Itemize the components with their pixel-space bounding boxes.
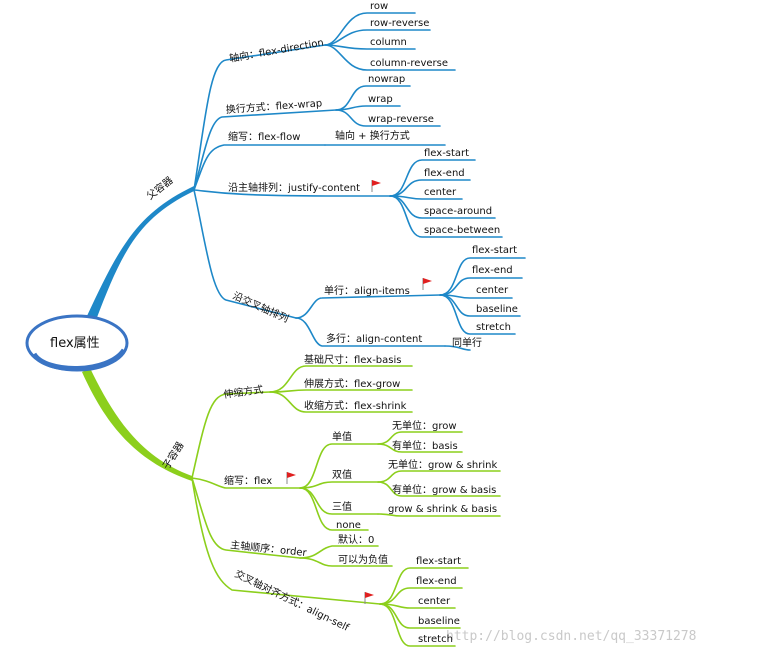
- direction-label[interactable]: 轴向：flex-direction: [228, 36, 324, 65]
- scale-item[interactable]: 基础尺寸：flex-basis: [304, 353, 401, 366]
- flex-triple-label[interactable]: 三值: [332, 500, 352, 513]
- justify-item[interactable]: space-between: [424, 225, 500, 236]
- justify-item[interactable]: space-around: [424, 206, 492, 217]
- parent-trunk: [86, 186, 194, 320]
- flex-single-item[interactable]: 无单位：grow: [392, 419, 457, 432]
- align-items-item[interactable]: baseline: [476, 304, 518, 315]
- align-items-item[interactable]: flex-end: [472, 265, 513, 276]
- cross-label[interactable]: 沿交叉轴排列: [231, 289, 291, 325]
- order-item[interactable]: 默认：0: [338, 533, 374, 546]
- direction-item[interactable]: column: [370, 37, 407, 48]
- flex-label[interactable]: 缩写：flex: [224, 474, 272, 487]
- child-label: 子容器: [160, 439, 187, 471]
- align-content-label[interactable]: 多行：align-content: [326, 332, 422, 345]
- justify-item[interactable]: flex-start: [424, 148, 469, 159]
- justify-item[interactable]: flex-end: [424, 168, 465, 179]
- flex-double-label[interactable]: 双值: [332, 468, 352, 481]
- flow-label[interactable]: 缩写：flex-flow: [228, 130, 300, 143]
- child-trunk: [82, 368, 192, 481]
- align-self-item[interactable]: baseline: [418, 616, 460, 627]
- flex-double-item[interactable]: 有单位：grow & basis: [392, 483, 496, 496]
- align-items-label[interactable]: 单行：align-items: [324, 284, 410, 297]
- order-item[interactable]: 可以为负值: [338, 553, 388, 566]
- flex-none-label[interactable]: none: [336, 520, 361, 531]
- wrap-item[interactable]: wrap-reverse: [368, 114, 434, 125]
- direction-item[interactable]: row: [370, 1, 388, 12]
- flex-double-item[interactable]: 无单位：grow & shrink: [388, 458, 497, 471]
- scale-item[interactable]: 伸展方式：flex-grow: [304, 377, 400, 390]
- direction-item[interactable]: column-reverse: [370, 58, 448, 69]
- align-self-item[interactable]: flex-start: [416, 556, 461, 567]
- align-content-value: 同单行: [452, 336, 482, 349]
- wrap-item[interactable]: wrap: [368, 94, 393, 105]
- direction-item[interactable]: row-reverse: [370, 18, 429, 29]
- align-items-item[interactable]: flex-start: [472, 245, 517, 256]
- parent-label: 父容器: [144, 174, 176, 203]
- scale-label[interactable]: 伸缩方式: [223, 383, 264, 401]
- flex-triple-value: grow & shrink & basis: [388, 504, 497, 515]
- flex-single-item[interactable]: 有单位：basis: [392, 439, 458, 452]
- wrap-item[interactable]: nowrap: [368, 74, 405, 85]
- align-items-item[interactable]: center: [476, 285, 509, 296]
- flag-icon: [364, 592, 374, 604]
- flag-icon: [371, 180, 381, 192]
- flow-value: 轴向 + 换行方式: [335, 129, 410, 142]
- root-node[interactable]: flex属性: [25, 314, 129, 372]
- justify-label[interactable]: 沿主轴排列：justify-content: [228, 181, 360, 194]
- child-branches: [191, 365, 501, 647]
- align-self-item[interactable]: center: [418, 596, 451, 607]
- order-label[interactable]: 主轴顺序：order: [230, 538, 308, 559]
- align-self-item[interactable]: stretch: [418, 634, 453, 645]
- align-self-label[interactable]: 交叉轴对齐方式：align-self: [233, 567, 352, 634]
- justify-item[interactable]: center: [424, 187, 457, 198]
- flag-icon: [422, 278, 432, 290]
- flex-single-label[interactable]: 单值: [332, 430, 352, 443]
- parent-branches: [193, 12, 526, 351]
- scale-item[interactable]: 收缩方式：flex-shrink: [304, 399, 407, 412]
- align-items-item[interactable]: stretch: [476, 322, 511, 333]
- root-label: flex属性: [50, 336, 100, 351]
- align-self-item[interactable]: flex-end: [416, 576, 457, 587]
- flag-icon: [286, 472, 296, 484]
- watermark: http://blog.csdn.net/qq_33371278: [446, 629, 696, 644]
